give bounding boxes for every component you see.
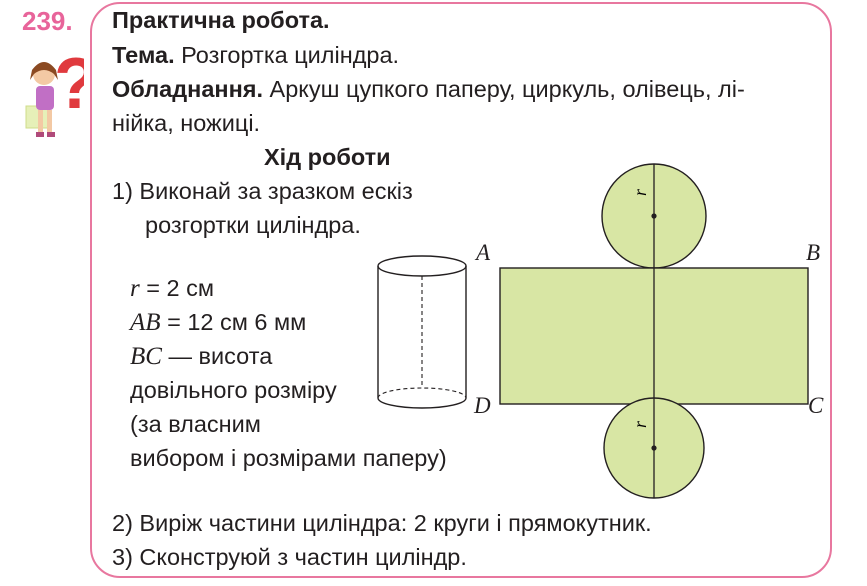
top-radius-label: r xyxy=(630,188,650,196)
exercise-number: 239. xyxy=(22,6,73,36)
cylinder-sketch xyxy=(377,255,467,409)
step-1-line-2: розгортки циліндра. xyxy=(145,212,361,238)
top-center-dot xyxy=(651,213,657,219)
equipment-line-2: нійка, ножиці. xyxy=(112,110,261,136)
procedure-heading: Хід роботи xyxy=(264,144,391,170)
given-radius: r = 2 см xyxy=(130,275,215,302)
topic-text: Розгортка циліндра. xyxy=(174,42,400,68)
equipment-text: Аркуш цупкого паперу, циркуль, олівець, … xyxy=(263,76,745,102)
given-line-5: (за власним xyxy=(130,411,261,437)
point-a-label: A xyxy=(476,240,491,265)
topic-label: Тема. xyxy=(112,42,175,68)
point-d-label: D xyxy=(474,393,491,418)
point-c-label: C xyxy=(808,393,824,418)
point-b-label: B xyxy=(806,240,821,265)
svg-text:?: ? xyxy=(54,44,84,124)
given-line-4: довільного розміру xyxy=(130,377,337,403)
cylinder-net-diagram: r r xyxy=(499,163,809,499)
equipment-label: Обладнання. xyxy=(112,76,264,102)
bottom-center-dot xyxy=(651,445,657,451)
given-ab: AB = 12 см 6 мм xyxy=(130,309,307,336)
step-3: 3) Сконструюй з частин циліндр. xyxy=(112,544,467,570)
girl-question-illustration: ? xyxy=(25,44,84,137)
step-2: 2) Виріж частини циліндра: 2 круги і пря… xyxy=(112,510,652,536)
given-line-6: вибором і розмірами паперу) xyxy=(130,445,447,471)
bottom-radius-label: r xyxy=(630,420,650,428)
exercise-title: Практична робота. xyxy=(112,7,330,33)
exercise-frame xyxy=(90,2,832,578)
given-bc: BC — висота xyxy=(130,343,273,370)
step-1-line-1: 1) Виконай за зразком ескіз xyxy=(112,178,413,204)
topic-line: Тема. Розгортка циліндра. xyxy=(112,39,399,72)
equipment-line: Обладнання. Аркуш цупкого паперу, циркул… xyxy=(112,73,745,106)
